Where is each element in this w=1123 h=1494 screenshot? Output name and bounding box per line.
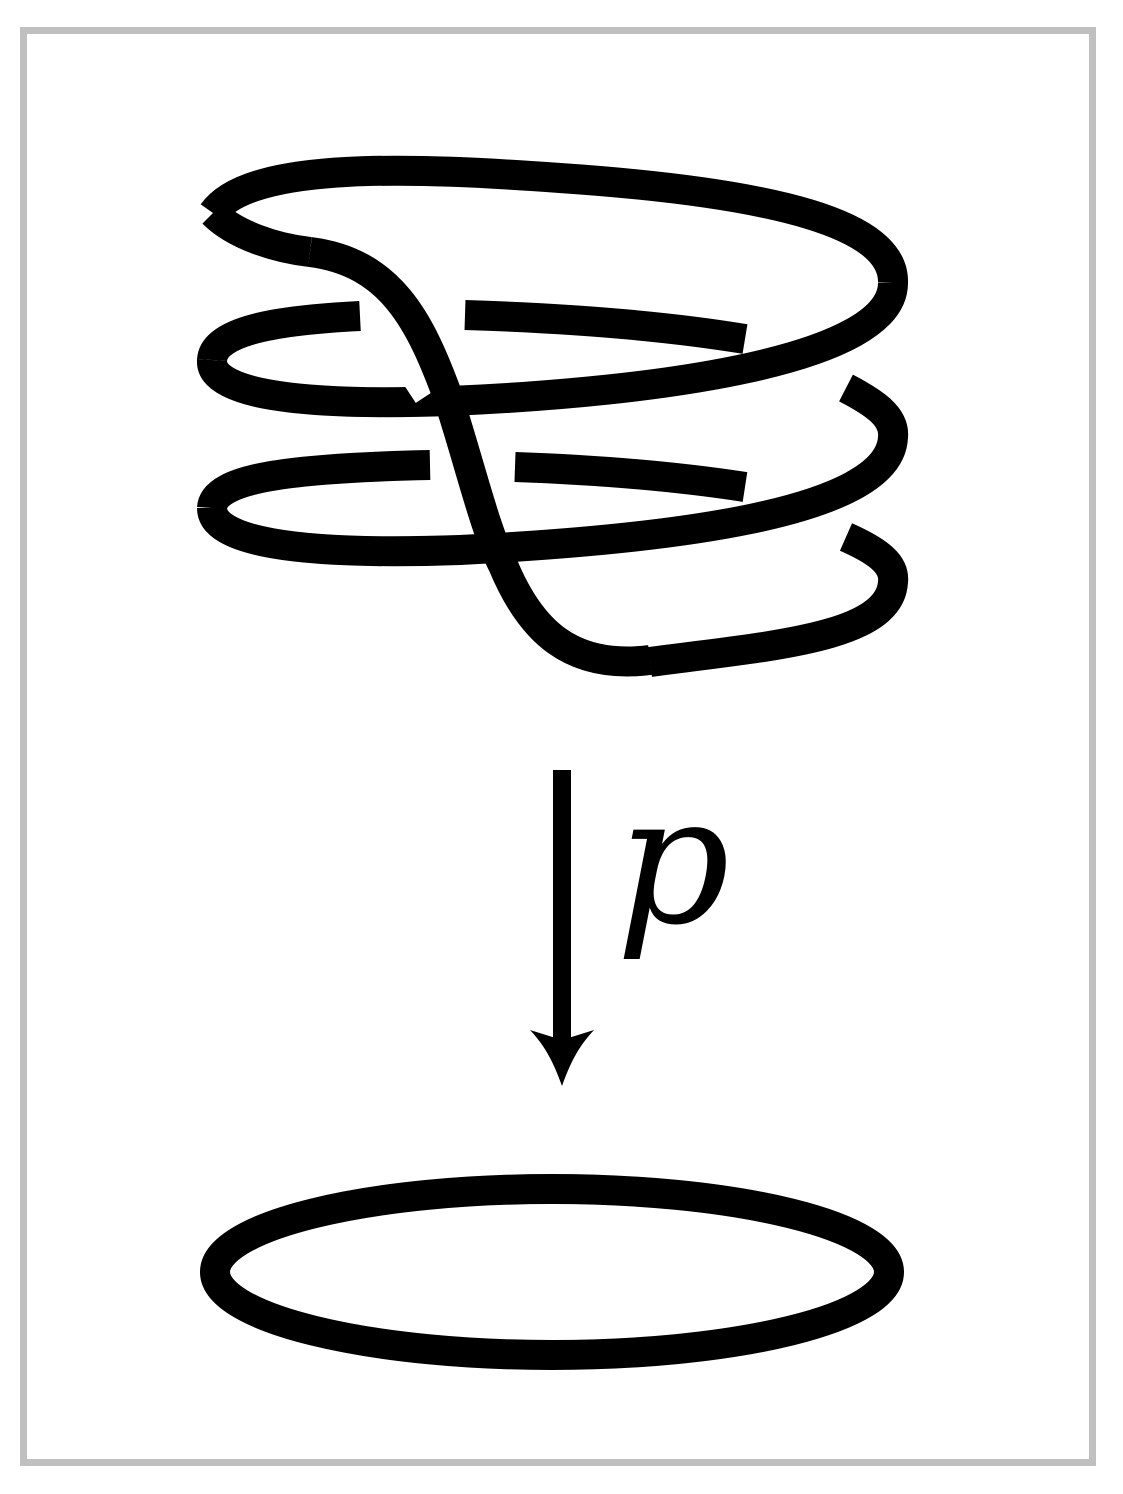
knot-upper-front-arc xyxy=(197,281,908,418)
knot-middle-back-left xyxy=(197,450,431,512)
base-circle xyxy=(200,1174,904,1370)
arrow-head xyxy=(530,1030,594,1086)
knot-bottom-arc xyxy=(648,523,909,677)
knot-upper-back-right xyxy=(464,300,748,354)
map-label: p xyxy=(616,757,730,964)
projection-arrow xyxy=(530,770,594,1086)
knot-middle-back-right xyxy=(514,452,748,502)
figure-frame xyxy=(20,27,1096,1466)
knot-descending-strand xyxy=(307,237,652,677)
knot-top-back-arc xyxy=(200,155,908,284)
covering-knot xyxy=(197,155,909,677)
knot-upper-back-left xyxy=(197,301,361,364)
knot-top-tip-curve xyxy=(202,201,312,267)
knot-middle-front-arc xyxy=(197,374,909,567)
